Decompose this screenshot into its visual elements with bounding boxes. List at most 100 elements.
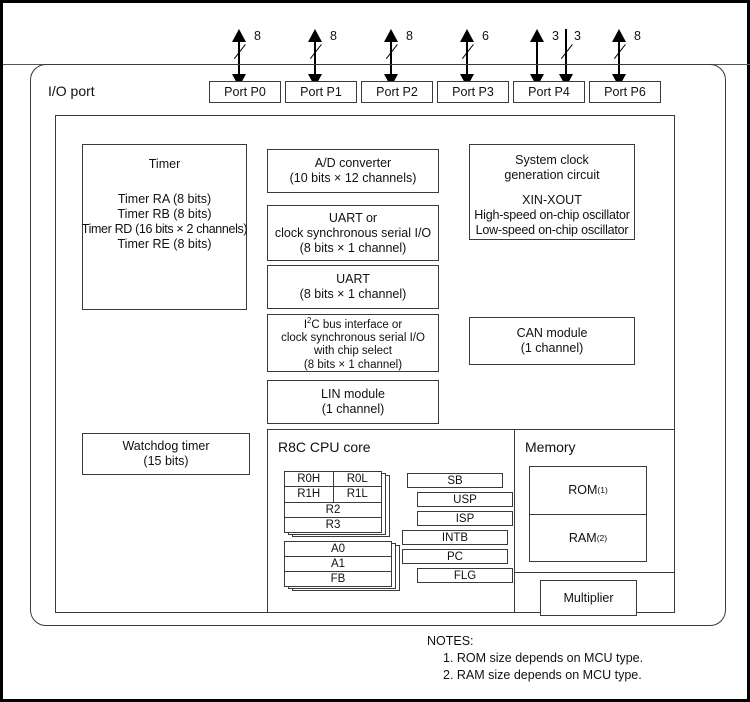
cpu-core-title: R8C CPU core xyxy=(278,439,371,455)
port-arrow-p1 xyxy=(308,29,323,87)
arrow-up-head-icon xyxy=(308,29,322,42)
memory-rom[interactable]: ROM(1) xyxy=(530,467,646,515)
block-memory[interactable] xyxy=(514,429,675,573)
notes-heading: NOTES: xyxy=(427,634,474,648)
sysclk-line-1: generation circuit xyxy=(504,168,600,182)
block-system-clock[interactable]: System clock generation circuit XIN-XOUT… xyxy=(469,144,635,240)
timer-line-2: Timer RD (16 bits × 2 channels) xyxy=(81,222,248,236)
port-arrow-label-p6: 8 xyxy=(634,29,641,43)
register-fb: FB xyxy=(330,573,346,585)
memory-ram-label: RAM xyxy=(568,530,597,545)
arrow-up-head-icon xyxy=(384,29,398,42)
note-item-1: 1. ROM size depends on MCU type. xyxy=(443,651,644,665)
cpu-data-register-stack[interactable]: R0H R0L R1H R1L R2 R3 xyxy=(284,471,390,537)
sysclk-line-4: Low-speed on-chip oscillator xyxy=(475,223,629,237)
bus-slash-icon xyxy=(233,44,247,60)
port-arrow-label-p4-b: 3 xyxy=(574,29,581,43)
i2c-line-2: with chip select xyxy=(314,345,392,358)
multiplier-line-0: Multiplier xyxy=(563,590,614,605)
register-usp[interactable]: USP xyxy=(417,492,513,507)
memory-inner-box: ROM(1) RAM(2) xyxy=(529,466,647,562)
register-intb[interactable]: INTB xyxy=(402,530,508,545)
bus-slash-icon xyxy=(309,44,323,60)
register-r0l: R0L xyxy=(346,473,368,486)
arrow-shaft xyxy=(618,37,620,79)
i2c-line-1: clock synchronous serial I/O xyxy=(281,331,425,344)
arrow-shaft xyxy=(466,37,468,79)
register-r3: R3 xyxy=(325,518,341,531)
block-ad-converter[interactable]: A/D converter (10 bits × 12 channels) xyxy=(267,149,439,193)
port-arrow-label-p4-a: 3 xyxy=(552,29,559,43)
arrow-shaft xyxy=(390,37,392,79)
port-box-p2[interactable]: Port P2 xyxy=(361,81,433,103)
uart-ssio-line-1: clock synchronous serial I/O xyxy=(274,225,432,240)
cpu-memory-divider xyxy=(514,429,515,613)
port-box-p4[interactable]: Port P4 xyxy=(513,81,585,103)
ad-line-0: A/D converter xyxy=(314,156,392,170)
timer-line-1: Timer RB (8 bits) xyxy=(117,207,212,221)
arrow-up-head-icon xyxy=(232,29,246,42)
block-can-module[interactable]: CAN module (1 channel) xyxy=(469,317,635,365)
block-watchdog-timer[interactable]: Watchdog timer (15 bits) xyxy=(82,433,250,475)
memory-ram[interactable]: RAM(2) xyxy=(530,515,646,562)
uart-ssio-line-0: UART or xyxy=(328,210,378,225)
arrow-up-head-icon xyxy=(460,29,474,42)
i2c-line-3: (8 bits × 1 channel) xyxy=(303,358,403,371)
port-box-p1[interactable]: Port P1 xyxy=(285,81,357,103)
timer-line-0: Timer RA (8 bits) xyxy=(117,192,212,206)
register-flg[interactable]: FLG xyxy=(417,568,513,583)
memory-title: Memory xyxy=(525,439,576,455)
i2c-line-0: I2C bus interface or xyxy=(303,315,403,331)
bus-slash-icon xyxy=(385,44,399,60)
register-r2: R2 xyxy=(325,503,341,516)
memory-rom-label: ROM xyxy=(568,483,598,498)
memory-rom-note: (1) xyxy=(597,485,608,496)
register-row: A1 xyxy=(285,557,391,572)
port-arrow-label-p3: 6 xyxy=(482,29,489,43)
sysclk-line-3: High-speed on-chip oscillator xyxy=(474,208,630,222)
watchdog-line-0: Watchdog timer xyxy=(122,439,210,453)
uart-ssio-line-2: (8 bits × 1 channel) xyxy=(299,240,407,255)
arrow-up-head-icon xyxy=(612,29,626,42)
bus-slash-icon xyxy=(560,44,574,60)
register-isp[interactable]: ISP xyxy=(417,511,513,526)
block-multiplier[interactable]: Multiplier xyxy=(540,580,637,616)
register-pc[interactable]: PC xyxy=(402,549,508,564)
io-port-label: I/O port xyxy=(48,83,95,99)
watchdog-line-1: (15 bits) xyxy=(143,454,189,468)
port-arrow-label-p2: 8 xyxy=(406,29,413,43)
ad-line-1: (10 bits × 12 channels) xyxy=(289,171,417,185)
lin-line-0: LIN module xyxy=(321,387,385,401)
note-item-2: 2. RAM size depends on MCU type. xyxy=(443,668,642,682)
register-row: FB xyxy=(285,572,391,586)
memory-ram-note: (2) xyxy=(596,532,608,543)
port-box-p3[interactable]: Port P3 xyxy=(437,81,509,103)
block-timer[interactable]: Timer Timer RA (8 bits) Timer RB (8 bits… xyxy=(81,144,248,310)
register-stack-front: R0H R0L R1H R1L R2 R3 xyxy=(284,471,382,533)
register-sb[interactable]: SB xyxy=(407,473,503,488)
block-uart-or-ssio[interactable]: UART or clock synchronous serial I/O (8 … xyxy=(267,205,439,261)
arrow-up-head-icon xyxy=(530,29,544,42)
uart-line-0: UART xyxy=(336,272,370,286)
uart-line-1: (8 bits × 1 channel) xyxy=(299,287,407,301)
notes-section: NOTES: 1. ROM size depends on MCU type. … xyxy=(427,633,643,684)
register-row: A0 xyxy=(285,542,391,557)
port-box-p6[interactable]: Port P6 xyxy=(589,81,661,103)
register-row: R1H R1L xyxy=(285,487,381,503)
sysclk-line-0: System clock xyxy=(515,153,589,167)
block-i2c-bus-interface[interactable]: I2C bus interface or clock synchronous s… xyxy=(267,314,439,372)
timer-heading: Timer xyxy=(148,157,181,171)
register-r1l: R1L xyxy=(346,488,368,501)
chip-outline xyxy=(30,64,726,626)
bus-slash-icon xyxy=(461,44,475,60)
register-row: R3 xyxy=(285,518,381,532)
block-lin-module[interactable]: LIN module (1 channel) xyxy=(267,380,439,424)
register-row: R2 xyxy=(285,503,381,518)
register-a0: A0 xyxy=(330,543,346,555)
cpu-address-register-stack[interactable]: A0 A1 FB xyxy=(284,541,400,593)
arrow-shaft xyxy=(314,37,316,79)
block-uart[interactable]: UART (8 bits × 1 channel) xyxy=(267,265,439,309)
timer-line-3: Timer RE (8 bits) xyxy=(117,237,212,251)
port-box-p0[interactable]: Port P0 xyxy=(209,81,281,103)
